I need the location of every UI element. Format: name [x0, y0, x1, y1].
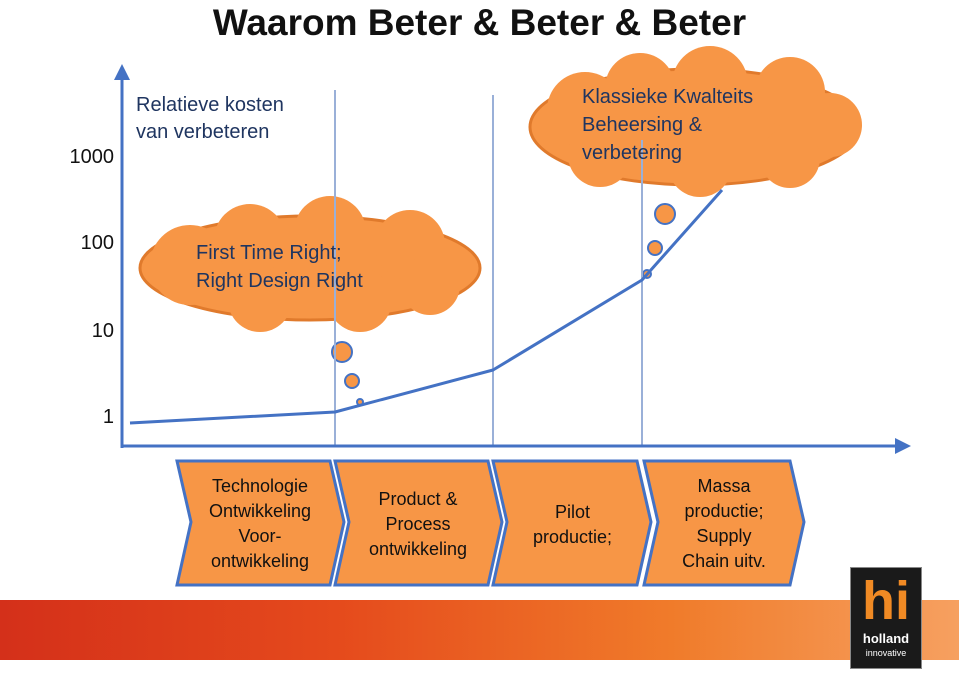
thought-bubble-large [654, 203, 676, 225]
logo-mark: hi [862, 571, 910, 631]
cloud-top-right-line3: verbetering [582, 142, 683, 164]
cloud-left-line2: Right Design Right [196, 270, 363, 292]
phase-4-label: Massa productie; Supply Chain uitv. [650, 474, 798, 574]
y-tick-100: 100 [80, 232, 114, 254]
phase-1-label: Technologie Ontwikkeling Voor- ontwikkel… [185, 474, 335, 574]
y-axis-label: Relatieve kosten van verbeteren [136, 92, 284, 146]
phase-shape-3 [491, 459, 653, 587]
phase-4-line1: Massa [697, 476, 751, 496]
logo-name: holland [862, 631, 910, 646]
cloud-left-line1: First Time Right; [196, 242, 342, 264]
cloud-top-right-text: Klassieke Kwalteits Beheersing & verbete… [582, 83, 753, 167]
phase-4-line3: Supply [696, 526, 752, 546]
phase-3-label: Pilot productie; [500, 500, 645, 550]
cloud-top-right [528, 46, 862, 197]
cloud-left-text: First Time Right; Right Design Right [196, 239, 363, 295]
holland-innovative-logo: hi holland innovative [850, 567, 922, 669]
phase-shape-4 [642, 459, 806, 587]
phase-1-line2: Ontwikkeling [208, 501, 312, 521]
y-tick-10: 10 [91, 320, 114, 342]
footer-band [0, 600, 959, 660]
phase-4-line2: productie; [684, 501, 764, 521]
phase-1-line3: Voor- [238, 526, 282, 546]
cloud-top-right-line1: Klassieke Kwalteits [582, 86, 754, 108]
logo-text: holland innovative [851, 632, 921, 660]
phase-2-line2: Process [385, 514, 451, 534]
phase-1-line1: Technologie [211, 476, 309, 496]
y-tick-1: 1 [102, 406, 114, 428]
phase-shape-2 [333, 459, 504, 587]
phase-3-line1: Pilot [554, 502, 590, 522]
thought-bubble-large-left [331, 341, 353, 363]
phase-2-line1: Product & [378, 489, 458, 509]
y-axis-arrow [114, 64, 130, 80]
phase-3-line2: productie; [532, 527, 613, 547]
cloud-top-right-line2: Beheersing & [582, 114, 703, 136]
phase-4-line4: Chain uitv. [682, 551, 766, 571]
page-title: Waarom Beter & Beter & Beter [212, 2, 747, 43]
thought-bubble-medium [647, 240, 663, 256]
y-axis-label-line2: van verbeteren [136, 121, 270, 143]
x-axis-arrow [895, 438, 911, 454]
phase-shape-1 [175, 459, 346, 587]
cost-curve [129, 189, 724, 425]
logo-sub: innovative [865, 648, 907, 658]
y-axis-label-line1: Relatieve kosten [136, 94, 284, 116]
thought-bubble-medium-left [344, 373, 360, 389]
cloud-left [138, 196, 482, 332]
y-tick-1000: 1000 [69, 146, 115, 168]
phase-1-line4: ontwikkeling [210, 551, 310, 571]
phase-2-line3: ontwikkeling [368, 539, 468, 559]
phase-2-label: Product & Process ontwikkeling [343, 487, 493, 562]
